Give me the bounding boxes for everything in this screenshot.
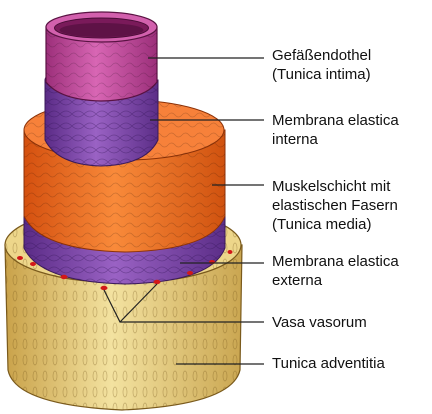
label-tunica-adventitia: Tunica adventitia	[272, 354, 385, 373]
tunica-intima-layer	[46, 12, 157, 101]
label-membrana-elastica-interna-line1: Membrana elastica	[272, 111, 399, 130]
label-vasa-vasorum-line1: Vasa vasorum	[272, 313, 367, 332]
label-muskelschicht-line1: Muskelschicht mit	[272, 177, 398, 196]
label-membrana-elastica-externa-line1: Membrana elastica	[272, 252, 399, 271]
label-membrana-elastica-externa: Membrana elastica externa	[272, 252, 399, 290]
label-gefaessendothel: Gefäßendothel (Tunica intima)	[272, 46, 371, 84]
label-vasa-vasorum: Vasa vasorum	[272, 313, 367, 332]
label-gefaessendothel-line1: Gefäßendothel	[272, 46, 371, 65]
label-membrana-elastica-externa-line2: externa	[272, 271, 399, 290]
label-tunica-adventitia-line1: Tunica adventitia	[272, 354, 385, 373]
label-muskelschicht-line3: (Tunica media)	[272, 215, 398, 234]
label-muskelschicht: Muskelschicht mit elastischen Fasern (Tu…	[272, 177, 398, 234]
label-muskelschicht-line2: elastischen Fasern	[272, 196, 398, 215]
label-membrana-elastica-interna-line2: interna	[272, 130, 399, 149]
label-gefaessendothel-line2: (Tunica intima)	[272, 65, 371, 84]
label-membrana-elastica-interna: Membrana elastica interna	[272, 111, 399, 149]
